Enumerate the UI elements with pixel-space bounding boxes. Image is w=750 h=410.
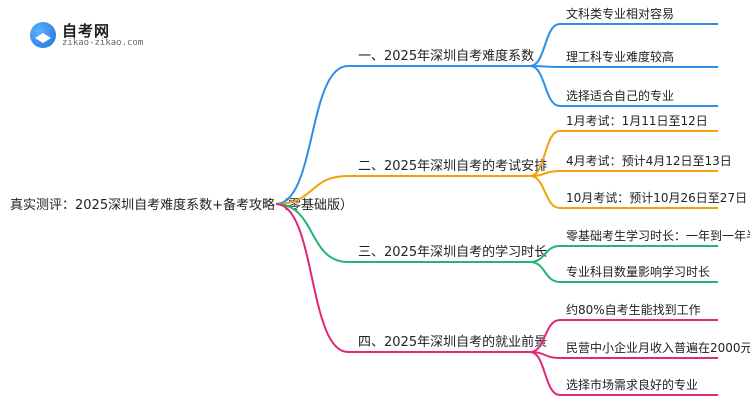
branch-connector-4	[275, 203, 349, 353]
leaf-label-4-3: 选择市场需求良好的专业	[566, 377, 698, 392]
leaf-label-3-1: 零基础考生学习时长：一年到一年半	[566, 228, 750, 243]
logo-url: zikao-zikao.com	[62, 38, 144, 48]
branch-label-2: 二、2025年深圳自考的考试安排	[358, 158, 547, 174]
logo-name: 自考网	[62, 22, 111, 40]
leaf-connector-4-1	[529, 319, 561, 353]
leaf-label-4-2: 民营中小企业月收入普遍在2000元以上	[566, 340, 750, 355]
branch-connector-1	[275, 65, 349, 205]
leaf-connector-3-2	[529, 261, 561, 283]
branch-label-4: 四、2025年深圳自考的就业前景	[358, 334, 547, 350]
branch-label-1: 一、2025年深圳自考难度系数	[358, 48, 534, 64]
leaf-connector-2-1	[529, 130, 561, 177]
leaf-connector-2-3	[529, 175, 561, 209]
branch-connector-2	[275, 175, 349, 205]
leaf-label-1-3: 选择适合自己的专业	[566, 88, 674, 103]
leaf-label-3-2: 专业科目数量影响学习时长	[566, 264, 710, 279]
branch-connector-3	[275, 203, 349, 263]
leaf-label-1-2: 理工科专业难度较高	[566, 49, 674, 64]
branch-label-3: 三、2025年深圳自考的学习时长	[358, 244, 547, 260]
leaf-label-2-1: 1月考试：1月11日至12日	[566, 113, 708, 128]
graduation-cap-icon	[30, 22, 56, 48]
site-logo: 自考网 zikao-zikao.com	[30, 18, 150, 52]
leaf-connector-4-3	[529, 351, 561, 396]
leaf-connector-1-1	[529, 23, 561, 67]
leaf-label-4-1: 约80%自考生能找到工作	[566, 302, 701, 317]
leaf-label-2-2: 4月考试：预计4月12日至13日	[566, 153, 732, 168]
leaf-label-1-1: 文科类专业相对容易	[566, 6, 674, 21]
leaf-connector-1-3	[529, 65, 561, 107]
leaf-label-2-3: 10月考试：预计10月26日至27日	[566, 190, 747, 205]
root-topic: 真实测评：2025深圳自考难度系数+备考攻略（零基础版）	[10, 197, 353, 213]
